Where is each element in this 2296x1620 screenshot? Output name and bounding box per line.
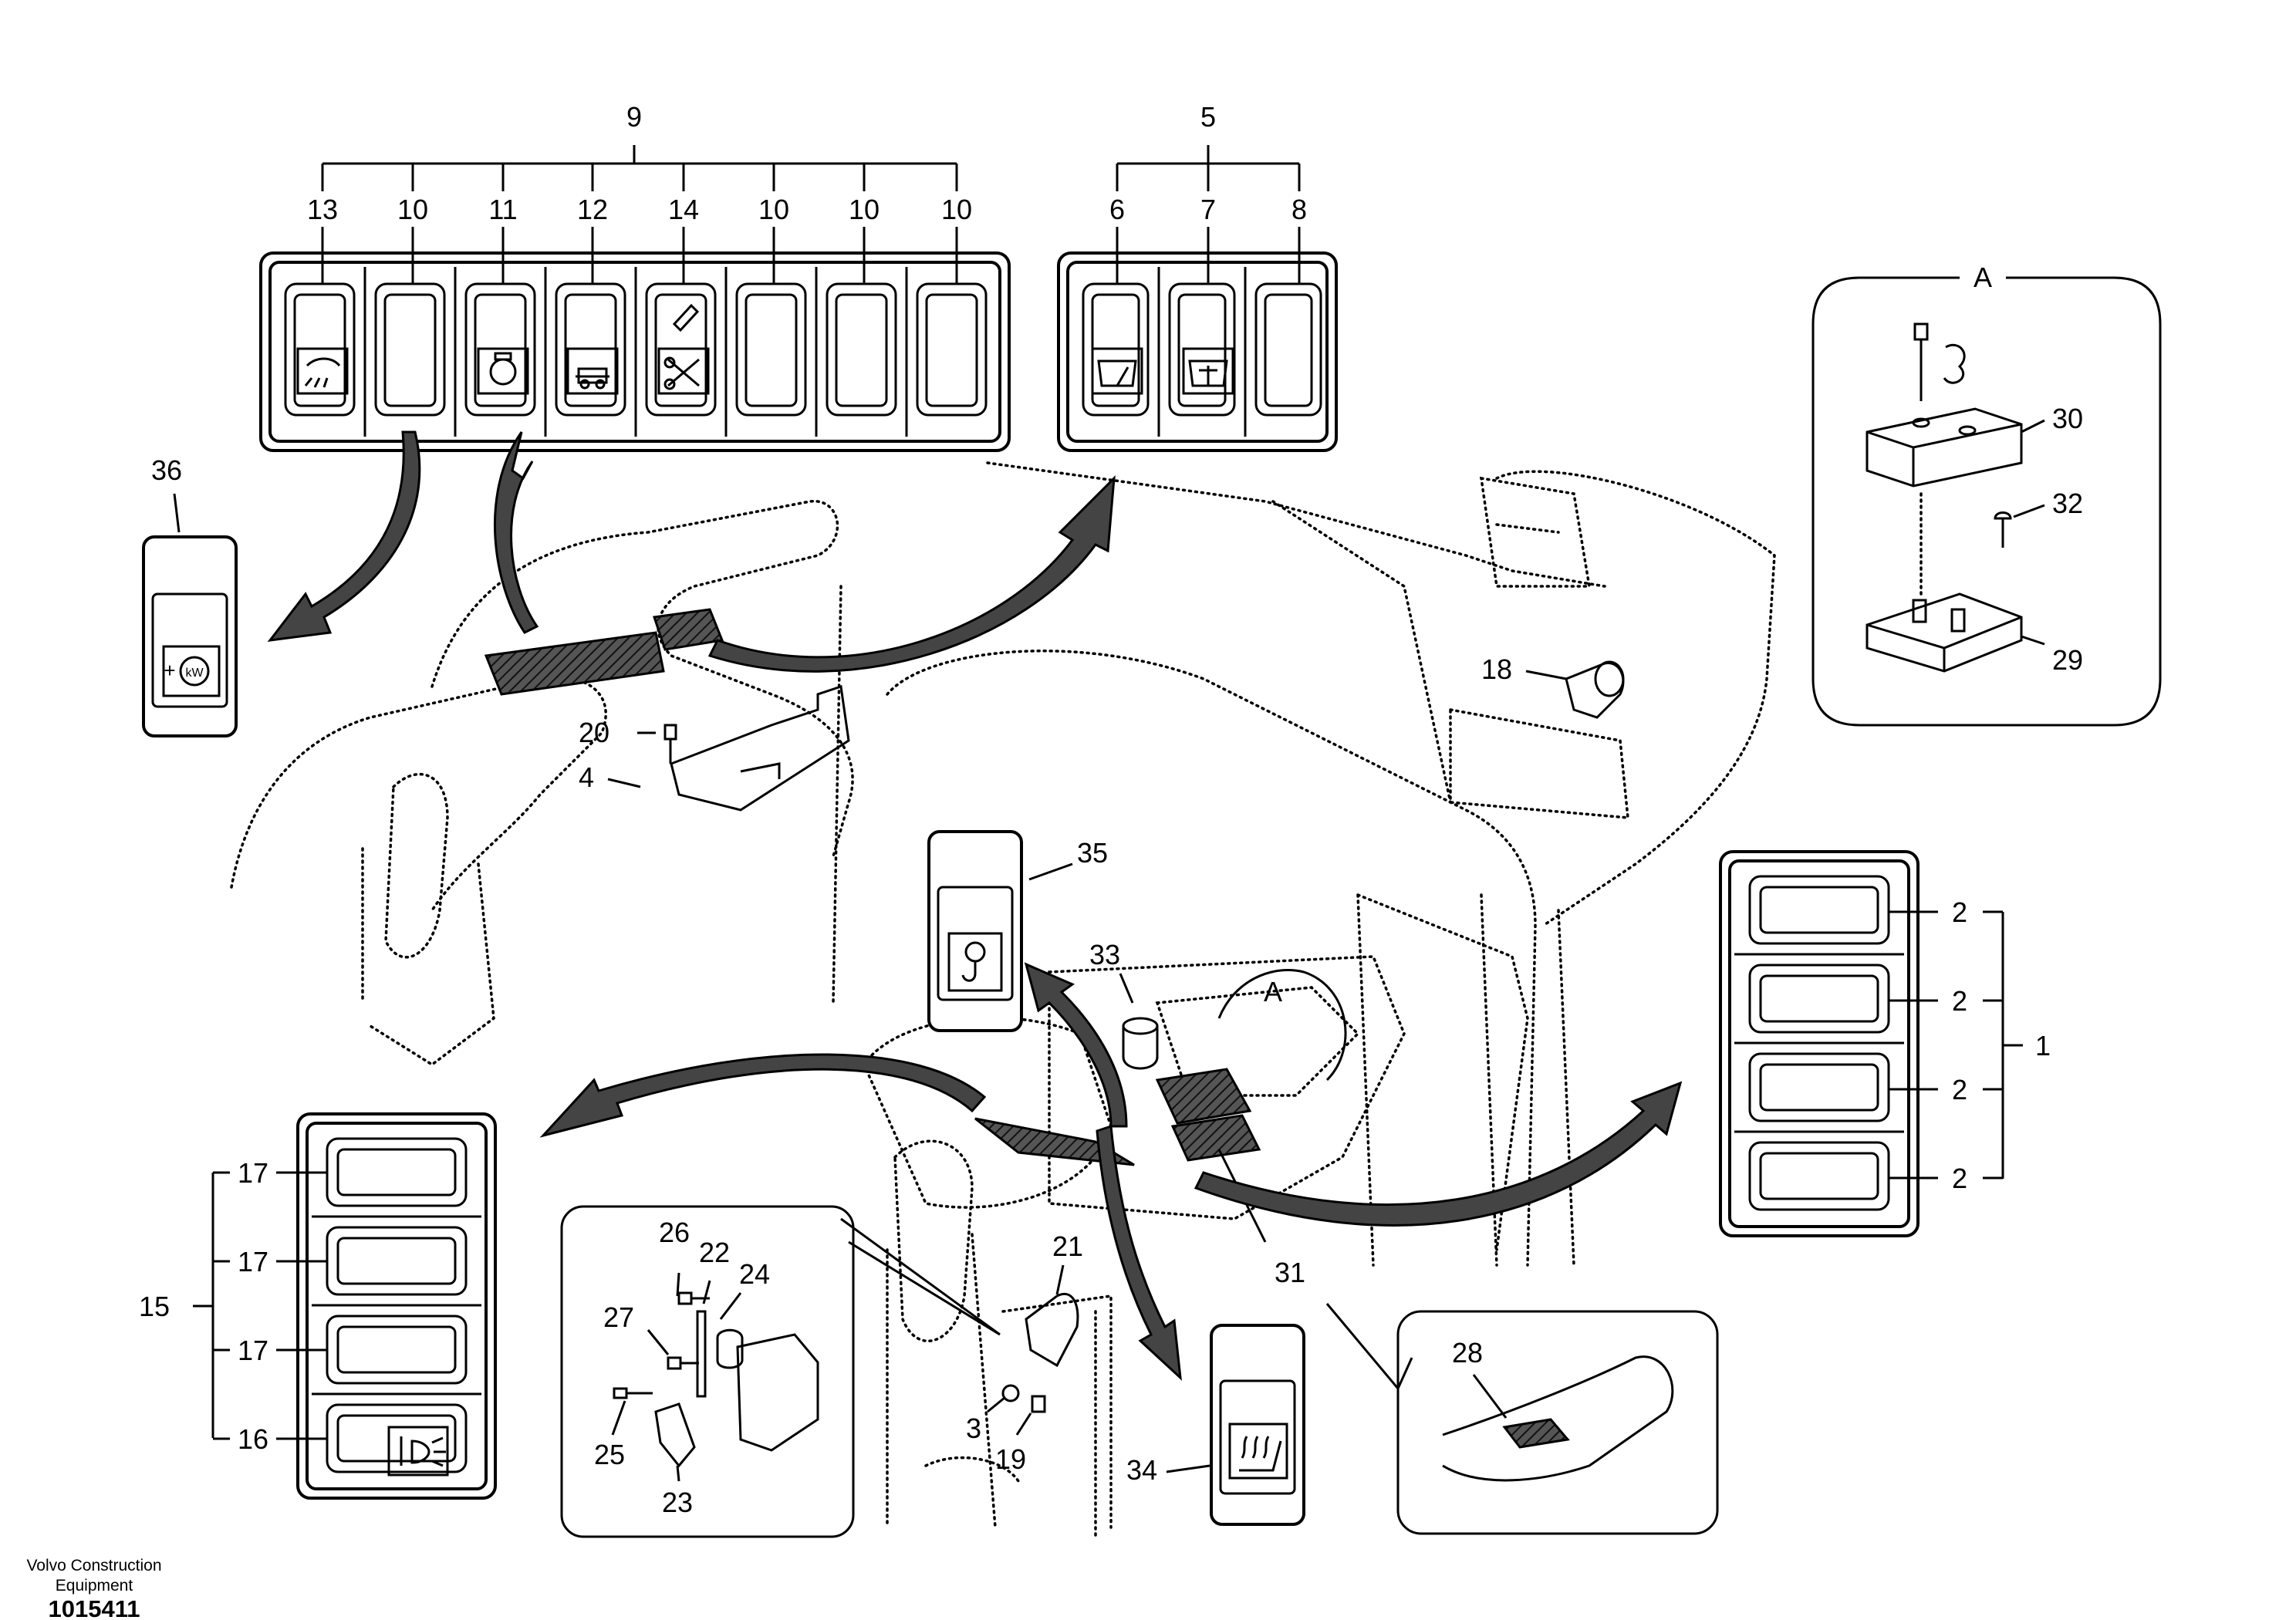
top-switch-cell-4 xyxy=(645,282,717,417)
side-switch-cell-1 xyxy=(1748,964,1890,1034)
engine-icon xyxy=(477,347,529,395)
top-switch-cell-1 xyxy=(374,282,446,417)
switch-label-6: 6 xyxy=(1109,194,1125,225)
pressure-switch xyxy=(987,1264,1079,1436)
switch-label-10b: 10 xyxy=(758,194,789,225)
part-label-32: 32 xyxy=(2052,488,2083,519)
side-switch-cell-0 xyxy=(1748,875,1890,945)
left-switch-labels: 17 17 17 16 xyxy=(238,1157,268,1455)
switch-label-17b: 17 xyxy=(238,1246,268,1277)
callout-24: 24 xyxy=(739,1258,770,1290)
side-switch-cell-2 xyxy=(1748,1052,1890,1122)
callout-27: 27 xyxy=(603,1301,634,1333)
top-switch-cell-0 xyxy=(284,282,356,417)
switch-34 xyxy=(1166,1324,1305,1526)
side-switch-cell-3 xyxy=(1748,1141,1890,1211)
travel-alarm-icon xyxy=(566,347,619,395)
wiper-switch-cell-1 xyxy=(1168,282,1236,417)
seat-heater-icon xyxy=(1228,1423,1288,1480)
inset-detail-box xyxy=(560,1205,1001,1538)
callout-18: 18 xyxy=(1481,653,1512,685)
hammer-icon xyxy=(672,303,700,332)
left-switch-panel xyxy=(193,1112,497,1500)
callout-23: 23 xyxy=(662,1487,693,1518)
cab-outline xyxy=(230,461,1776,1537)
washer-icon xyxy=(1182,347,1234,395)
footer-id: 1015411 xyxy=(49,1595,140,1620)
switch-label-10c: 10 xyxy=(849,194,880,225)
callout-25: 25 xyxy=(594,1439,625,1470)
section-marker-a: A xyxy=(1264,976,1282,1007)
cutter-icon xyxy=(657,347,710,395)
switch-label-10: 10 xyxy=(397,194,428,225)
footer-line1: Volvo Construction xyxy=(26,1557,161,1574)
switch-label-12: 12 xyxy=(577,194,608,225)
group-label-5: 5 xyxy=(1200,101,1216,133)
switch-label-2b: 2 xyxy=(1952,985,1967,1017)
callout-28: 28 xyxy=(1452,1337,1483,1369)
switch-label-2d: 2 xyxy=(1952,1163,1967,1194)
switch-label-14: 14 xyxy=(668,194,699,225)
callout-4: 4 xyxy=(579,761,594,793)
section-a-circle xyxy=(1217,969,1347,1082)
wiper-switch-labels: 6 7 8 xyxy=(1109,194,1307,225)
cup-holder xyxy=(1119,973,1159,1070)
curved-arrows xyxy=(267,430,1683,1381)
switch-label-8: 8 xyxy=(1292,194,1307,225)
part-label-29: 29 xyxy=(2052,644,2083,676)
mounting-bracket xyxy=(607,685,850,812)
power-socket xyxy=(1525,660,1625,719)
top-switch-cell-5 xyxy=(735,282,807,417)
switch-label-7: 7 xyxy=(1200,194,1216,225)
kw-plus-icon: kW + xyxy=(162,645,221,697)
group-label-9: 9 xyxy=(626,101,642,133)
part-label-30: 30 xyxy=(2052,403,2083,434)
side-switch-labels: 2 2 2 2 xyxy=(1952,896,1967,1194)
top-switch-cell-2 xyxy=(464,282,536,417)
top-switch-labels: 13 10 11 12 14 10 10 10 xyxy=(307,194,972,225)
side-switch-panel xyxy=(1719,850,2023,1237)
top-switch-cell-6 xyxy=(826,282,897,417)
switch-label-16: 16 xyxy=(238,1423,268,1455)
top-switch-cell-3 xyxy=(555,282,626,417)
group-label-1: 1 xyxy=(2035,1030,2051,1061)
switch-label-35: 35 xyxy=(1077,837,1108,869)
wiper-icon xyxy=(1091,347,1143,395)
callout-19: 19 xyxy=(995,1443,1026,1475)
switch-label-36: 36 xyxy=(151,454,182,486)
switch-label-13: 13 xyxy=(307,194,338,225)
detail-a-box xyxy=(1811,276,2162,727)
svg-text:kW: kW xyxy=(185,667,204,680)
switch-label-11: 11 xyxy=(488,194,517,225)
switch-36: kW + xyxy=(142,493,238,737)
switch-label-2a: 2 xyxy=(1952,896,1967,928)
switch-35 xyxy=(927,830,1073,1032)
callout-31: 31 xyxy=(1275,1257,1305,1288)
switch-label-2c: 2 xyxy=(1952,1074,1967,1105)
detail-a-title: A xyxy=(1974,262,1992,293)
dash-switch-bank xyxy=(484,608,1261,1166)
callout-22: 22 xyxy=(699,1237,730,1268)
callout-33: 33 xyxy=(1089,939,1120,970)
svg-text:+: + xyxy=(164,659,175,682)
callout-20: 20 xyxy=(579,717,609,748)
flood-light-icon xyxy=(387,1426,449,1477)
top-switch-cell-7 xyxy=(916,282,988,417)
switch-label-34: 34 xyxy=(1126,1454,1157,1486)
inset-28-box xyxy=(1325,1303,1719,1535)
callout-3: 3 xyxy=(966,1412,981,1444)
group-label-15: 15 xyxy=(139,1291,170,1322)
wiper-switch-cell-2 xyxy=(1254,282,1322,417)
callout-26: 26 xyxy=(659,1217,690,1248)
wiper-switch-panel xyxy=(1057,145,1338,452)
callout-21: 21 xyxy=(1052,1230,1083,1262)
footer-line2: Equipment xyxy=(56,1577,133,1595)
top-switch-panel xyxy=(259,145,1011,452)
switch-label-17a: 17 xyxy=(238,1157,268,1189)
switch-label-17c: 17 xyxy=(238,1335,268,1366)
work-light-icon xyxy=(296,347,349,395)
switch-label-10d: 10 xyxy=(941,194,972,225)
hook-icon xyxy=(947,932,1003,992)
